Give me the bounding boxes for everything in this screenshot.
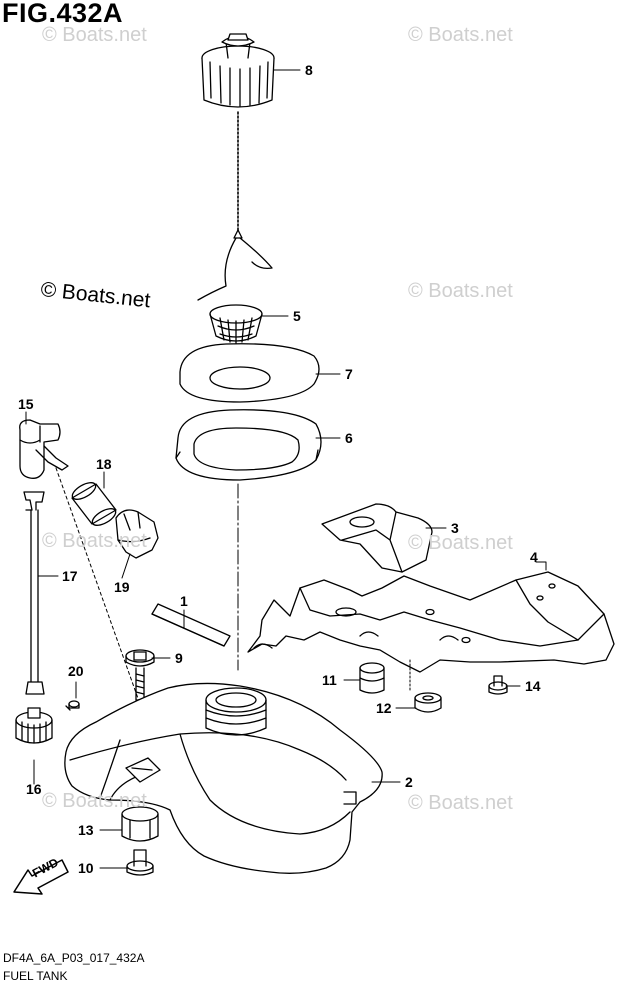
watermark: © Boats.net [408,792,513,814]
part-10-bolt[interactable] [126,849,154,876]
callout-7[interactable]: 7 [345,366,353,382]
watermark: © Boats.net [42,24,147,46]
callout-9[interactable]: 9 [175,650,183,666]
callout-3[interactable]: 3 [451,520,459,536]
callout-4[interactable]: 4 [530,549,538,565]
watermark: © Boats.net [42,790,147,812]
part-5-filter[interactable] [209,304,263,344]
callout-10[interactable]: 10 [78,860,94,876]
part-7-seal[interactable] [179,343,320,403]
watermark: © Boats.net [42,530,147,552]
leader-lines [25,69,547,869]
part-9-bolt[interactable] [125,649,155,701]
figure-title: FIG.432A [2,0,124,28]
callout-15[interactable]: 15 [18,396,34,412]
callout-12[interactable]: 12 [376,700,392,716]
callout-6[interactable]: 6 [345,430,353,446]
callout-20[interactable]: 20 [68,663,84,679]
callout-2[interactable]: 2 [405,774,413,790]
fwd-arrow-icon [13,859,69,895]
part-18-hose[interactable] [70,479,119,528]
callout-17[interactable]: 17 [62,568,78,584]
part-15-fuel-cock[interactable] [19,419,69,479]
callout-8[interactable]: 8 [305,62,313,78]
part-13-grommet[interactable] [121,806,159,842]
callout-19[interactable]: 19 [114,579,130,595]
part-17-rod[interactable] [23,491,45,695]
part-14-screw[interactable] [488,675,508,695]
part-11-grommet[interactable] [359,662,385,694]
part-12-cushion[interactable] [414,692,442,713]
figure-code: DF4A_6A_P03_017_432A [3,951,145,965]
part-6-gasket[interactable] [175,409,322,481]
callout-14[interactable]: 14 [525,678,541,694]
callout-1[interactable]: 1 [180,593,188,609]
part-16-knob[interactable] [15,707,53,744]
figure-caption: FUEL TANK [3,969,68,983]
callout-11[interactable]: 11 [322,672,337,688]
watermark: © Boats.net [408,24,513,46]
part-8-fuel-cap[interactable] [197,33,275,301]
callout-13[interactable]: 13 [78,822,94,838]
callout-18[interactable]: 18 [96,456,112,472]
part-3-bracket[interactable] [321,503,433,573]
part-20-screw[interactable] [65,700,80,711]
watermark: © Boats.net [408,280,513,302]
callout-16[interactable]: 16 [26,781,42,797]
part-4-tank-bracket[interactable] [247,571,615,693]
part-19-clamp[interactable] [115,509,159,559]
watermark: © Boats.net [408,532,513,554]
part-2-fuel-tank[interactable] [64,682,383,874]
callout-5[interactable]: 5 [293,308,301,324]
part-1-strip[interactable] [151,603,231,647]
